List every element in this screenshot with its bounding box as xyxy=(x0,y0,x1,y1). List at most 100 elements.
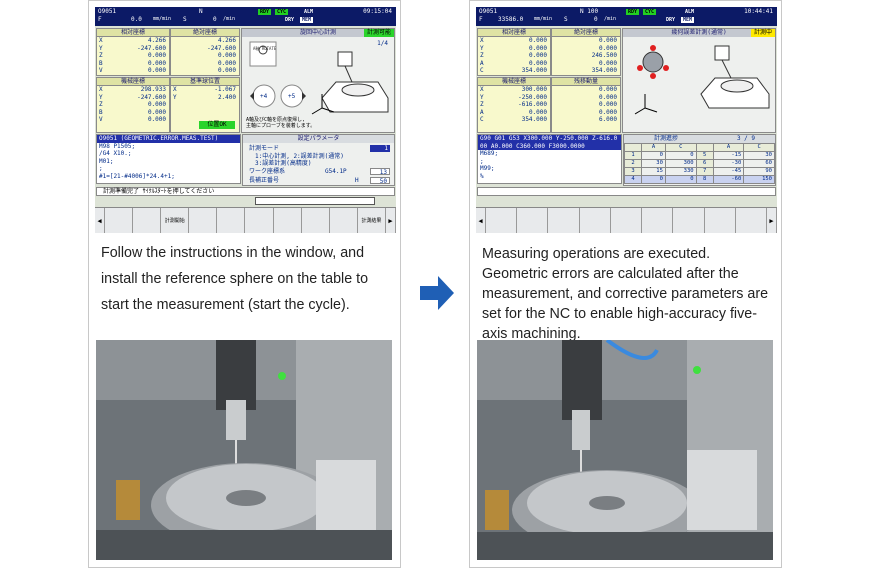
spindle-label: S xyxy=(564,16,568,23)
softkey[interactable] xyxy=(486,208,518,233)
progress-table-cell: 60 xyxy=(743,159,775,168)
graphic-header: 幾何誤差計測(通常) 計測中 xyxy=(623,29,775,37)
left-status-bar: O9051 N 09:15:04 F 0.0 mm/min S 0 /min R… xyxy=(95,7,396,26)
measure-mode-input[interactable]: 1 xyxy=(370,145,390,152)
program-line: M01; xyxy=(99,157,114,165)
axis-label: Y xyxy=(99,44,103,52)
length-offset-input[interactable]: 50 xyxy=(370,177,390,185)
position-ok-badge: 位置OK xyxy=(199,121,235,129)
softkey-next-arrow[interactable]: ▶ xyxy=(766,208,777,233)
spindle-unit: /min xyxy=(604,16,617,22)
softkey[interactable] xyxy=(579,208,611,233)
axis-value: 0.000 xyxy=(528,52,547,59)
axis-value: 0.000 xyxy=(598,59,617,67)
softkey[interactable] xyxy=(273,208,302,233)
right-machine-photo xyxy=(477,340,773,560)
left-softkey-bar: ◀ 計測開始 計測結果 ▶ xyxy=(95,207,396,233)
softkey[interactable] xyxy=(548,208,580,233)
progress-table-cell: 3 xyxy=(623,167,643,176)
right-nc-screen: O9051 N 100 10:44:41 F 33586.0 mm/min S … xyxy=(476,7,777,233)
geometric-error-graphic-panel: 幾何誤差計測(通常) 計測中 xyxy=(622,28,776,133)
progress-table-cell: -45 xyxy=(712,167,745,176)
dry-badge: DRY xyxy=(285,17,295,23)
graphic-note-line: A軸及びC軸を原点復帰し, xyxy=(246,117,306,123)
axis-label: C xyxy=(480,67,484,74)
axis-value: 0.000 xyxy=(598,44,617,52)
softkey[interactable] xyxy=(301,208,330,233)
program-listing: G90 G01 G53 X300.000 Y-250.000 Z-616.0 0… xyxy=(477,134,622,184)
progress-table-cell: 330 xyxy=(664,167,697,176)
progress-table-cell: A xyxy=(712,143,745,152)
softkey[interactable] xyxy=(673,208,705,233)
length-offset-label: 長補正番号 xyxy=(249,177,280,184)
rotary-table-icon xyxy=(321,51,389,113)
softkey[interactable] xyxy=(133,208,162,233)
axis-label: V xyxy=(99,67,103,74)
axis-label: B xyxy=(99,108,103,116)
progress-table-cell: 15 xyxy=(641,167,666,176)
absolute-coords-panel: 絶対座標 4.266 -247.600 0.000 0.000 0.000 xyxy=(170,28,240,76)
feed-value: 33586.0 xyxy=(498,16,524,23)
softkey[interactable] xyxy=(189,208,218,233)
axis-label: Y xyxy=(480,44,484,52)
graphic-note-line: 主軸にプローブを装着します。 xyxy=(246,123,316,129)
softkey[interactable] xyxy=(245,208,274,233)
softkey[interactable] xyxy=(517,208,549,233)
softkey-measure-result[interactable]: 計測結果 xyxy=(357,208,386,233)
softkey-prev-arrow[interactable]: ◀ xyxy=(476,208,486,233)
progress-title: 計測進捗 xyxy=(654,135,679,142)
program-line-current: G90 G01 G53 X300.000 Y-250.000 Z-616.0 xyxy=(478,135,621,143)
command-input[interactable] xyxy=(255,197,375,205)
pad-left-label: +4 xyxy=(260,93,268,100)
axis-label: A xyxy=(480,59,484,67)
softkey-next-arrow[interactable]: ▶ xyxy=(385,208,396,233)
softkey[interactable] xyxy=(105,208,134,233)
machine-coords-title: 機械座標 xyxy=(97,78,169,86)
axis-value: 0.000 xyxy=(217,52,236,59)
program-line-current: 00 A0.000 C360.000 F3000.0000 xyxy=(478,142,621,150)
clock: 09:15:04 xyxy=(363,8,392,15)
graphic-page: 1/4 xyxy=(377,40,388,47)
progress-table-cell: 5 xyxy=(695,151,714,160)
machine-diagram xyxy=(634,45,770,115)
work-coords-input[interactable]: 13 xyxy=(370,168,390,176)
program-line: #1=[21-#4006]*24.4+1; xyxy=(99,172,175,180)
progress-table-cell: -60 xyxy=(712,175,745,184)
softkey-start-measure[interactable]: 計測開始 xyxy=(161,208,190,233)
progress-table-cell xyxy=(695,143,714,152)
spindle-value: 0 xyxy=(594,16,598,23)
softkey[interactable] xyxy=(735,208,767,233)
axis-value: 0.000 xyxy=(147,59,166,67)
graphic-title: 旋回中心計測 xyxy=(299,29,336,36)
progress-table-cell: 6 xyxy=(695,159,714,168)
progress-table-cell: 2 xyxy=(623,159,643,168)
program-line: ; xyxy=(480,157,484,165)
rotate-icon xyxy=(258,45,268,55)
sphere-probe-icon xyxy=(637,45,669,79)
right-card: O9051 N 100 10:44:41 F 33586.0 mm/min S … xyxy=(469,0,782,568)
axis-value: 354.000 xyxy=(591,67,617,74)
rotate-label: A軸 ROTATE xyxy=(253,46,277,51)
sequence-number: N 100 xyxy=(580,8,599,15)
axis-label: X xyxy=(480,86,484,93)
softkey[interactable] xyxy=(642,208,674,233)
direction-pad xyxy=(250,84,306,108)
softkey[interactable] xyxy=(217,208,246,233)
softkey[interactable] xyxy=(704,208,736,233)
machine-photo-illustration xyxy=(477,340,773,560)
progress-table-cell: 8 xyxy=(695,175,714,184)
axis-label: X xyxy=(99,86,103,93)
sequence-number: N xyxy=(199,8,203,15)
graphic-title: 幾何誤差計測(通常) xyxy=(671,29,727,36)
axis-label: B xyxy=(99,59,103,67)
feed-value: 0.0 xyxy=(131,16,142,23)
softkey[interactable] xyxy=(610,208,643,233)
softkey[interactable] xyxy=(329,208,358,233)
softkey-prev-arrow[interactable]: ◀ xyxy=(95,208,105,233)
axis-label: Z xyxy=(480,52,484,59)
program-line: /G4 X10.; xyxy=(99,150,132,157)
